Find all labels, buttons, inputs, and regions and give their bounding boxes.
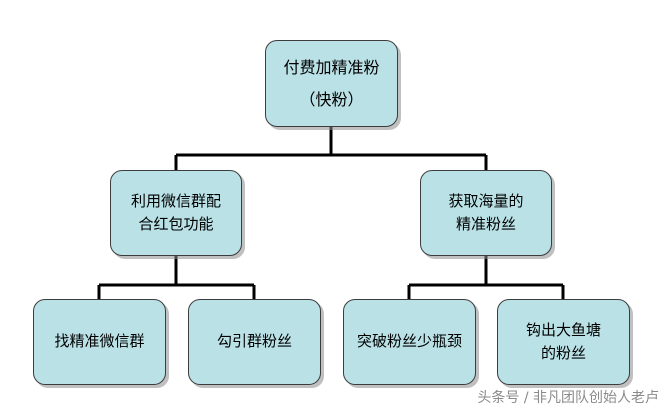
- leaf-big-pond-line1: 钩出大鱼塘: [525, 320, 601, 339]
- right-branch-line1: 获取海量的: [448, 191, 524, 210]
- root-node-line2: （快粉）: [299, 89, 364, 109]
- leaf-big-pond-line2: 的粉丝: [540, 344, 586, 362]
- leaf-node-find-groups: 找精准微信群: [33, 299, 166, 385]
- leaf-node-big-pond: 钩出大鱼塘 的粉丝: [497, 299, 630, 385]
- leaf-break-bottleneck-label: 突破粉丝少瓶颈: [356, 332, 462, 351]
- root-node: 付费加精准粉 （快粉）: [265, 40, 398, 127]
- watermark-text: 头条号 / 非凡团队创始人老卢: [477, 390, 659, 406]
- leaf-lure-fans-label: 勾引群粉丝: [216, 332, 292, 351]
- leaf-node-lure-fans: 勾引群粉丝: [188, 299, 321, 385]
- leaf-find-groups-label: 找精准微信群: [54, 332, 145, 351]
- left-branch-node: 利用微信群配 合红包功能: [110, 170, 242, 256]
- root-node-line1: 付费加精准粉: [283, 57, 380, 77]
- right-branch-line2: 精准粉丝: [455, 215, 516, 233]
- leaf-node-break-bottleneck: 突破粉丝少瓶颈: [343, 299, 476, 385]
- right-branch-node: 获取海量的 精准粉丝: [420, 170, 552, 256]
- left-branch-line2: 合红包功能: [138, 215, 214, 233]
- left-branch-line1: 利用微信群配: [130, 191, 221, 210]
